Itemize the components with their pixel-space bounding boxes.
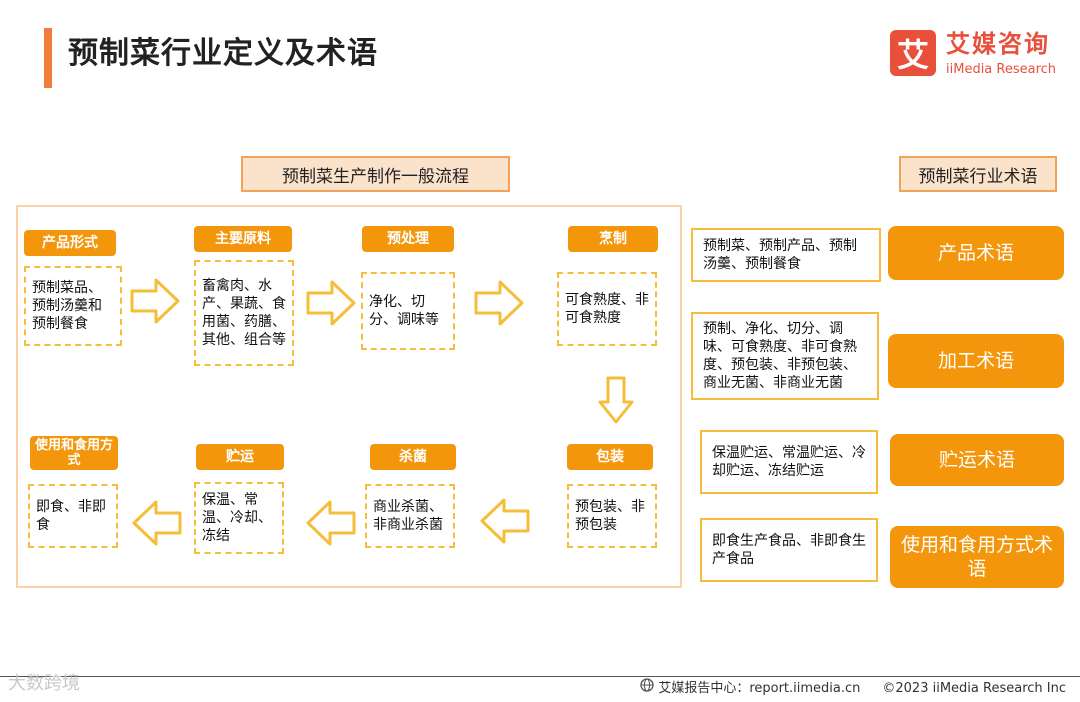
term-text-usage: 即食生产食品、非即食生产食品 — [700, 518, 878, 582]
arrow-left-icon — [480, 498, 530, 544]
step-box-cooking: 可食熟度、非可食熟度 — [557, 272, 657, 346]
page-title: 预制菜行业定义及术语 — [68, 36, 378, 71]
title-accent-bar — [44, 28, 52, 88]
arrow-down-icon — [598, 376, 634, 424]
step-box-packaging: 预包装、非预包装 — [567, 484, 657, 548]
term-text-product: 预制菜、预制产品、预制汤羹、预制餐食 — [691, 228, 881, 282]
arrow-right-icon — [474, 280, 524, 326]
step-box-pretreatment: 净化、切分、调味等 — [361, 272, 455, 350]
term-button-usage: 使用和食用方式术语 — [890, 526, 1064, 588]
step-box-raw-materials: 畜禽肉、水产、果蔬、食用菌、药膳、其他、组合等 — [194, 260, 294, 366]
globe-icon — [640, 678, 654, 699]
logo-subtitle: iiMedia Research — [946, 62, 1057, 77]
step-label-product-form: 产品形式 — [24, 230, 116, 256]
step-box-product-form: 预制菜品、预制汤羹和预制餐食 — [24, 266, 122, 346]
footer-divider — [0, 676, 1080, 677]
arrow-left-icon — [132, 500, 182, 546]
term-text-storage: 保温贮运、常温贮运、冷却贮运、冻结贮运 — [700, 430, 878, 494]
logo-mark: 艾 — [890, 30, 936, 76]
terms-heading: 预制菜行业术语 — [899, 156, 1057, 192]
step-box-usage: 即食、非即食 — [28, 484, 118, 548]
footer-watermark: 大数跨境 — [8, 673, 80, 694]
step-box-sterilization: 商业杀菌、非商业杀菌 — [365, 484, 455, 548]
footer-copyright: ©2023 iiMedia Research Inc — [882, 680, 1066, 696]
step-box-storage: 保温、常温、冷却、冻结 — [194, 482, 284, 554]
step-label-raw-materials: 主要原料 — [194, 226, 292, 252]
term-button-storage: 贮运术语 — [890, 434, 1064, 486]
arrow-left-icon — [306, 500, 356, 546]
step-label-usage: 使用和食用方式 — [30, 436, 118, 470]
process-heading: 预制菜生产制作一般流程 — [241, 156, 510, 192]
arrow-right-icon — [306, 280, 356, 326]
process-flow-frame — [16, 205, 682, 588]
step-label-cooking: 烹制 — [568, 226, 658, 252]
step-label-sterilization: 杀菌 — [370, 444, 456, 470]
step-label-packaging: 包装 — [567, 444, 653, 470]
logo-name: 艾媒咨询 — [946, 30, 1050, 58]
arrow-right-icon — [130, 278, 180, 324]
term-button-processing: 加工术语 — [888, 334, 1064, 388]
term-button-product: 产品术语 — [888, 226, 1064, 280]
step-label-storage: 贮运 — [196, 444, 284, 470]
term-text-processing: 预制、净化、切分、调味、可食熟度、非可食熟度、预包装、非预包装、商业无菌、非商业… — [691, 312, 879, 400]
footer-source-text[interactable]: 艾媒报告中心：report.iimedia.cn — [658, 680, 861, 696]
footer-source: 艾媒报告中心：report.iimedia.cn ©2023 iiMedia R… — [640, 678, 1066, 699]
step-label-pretreatment: 预处理 — [362, 226, 454, 252]
